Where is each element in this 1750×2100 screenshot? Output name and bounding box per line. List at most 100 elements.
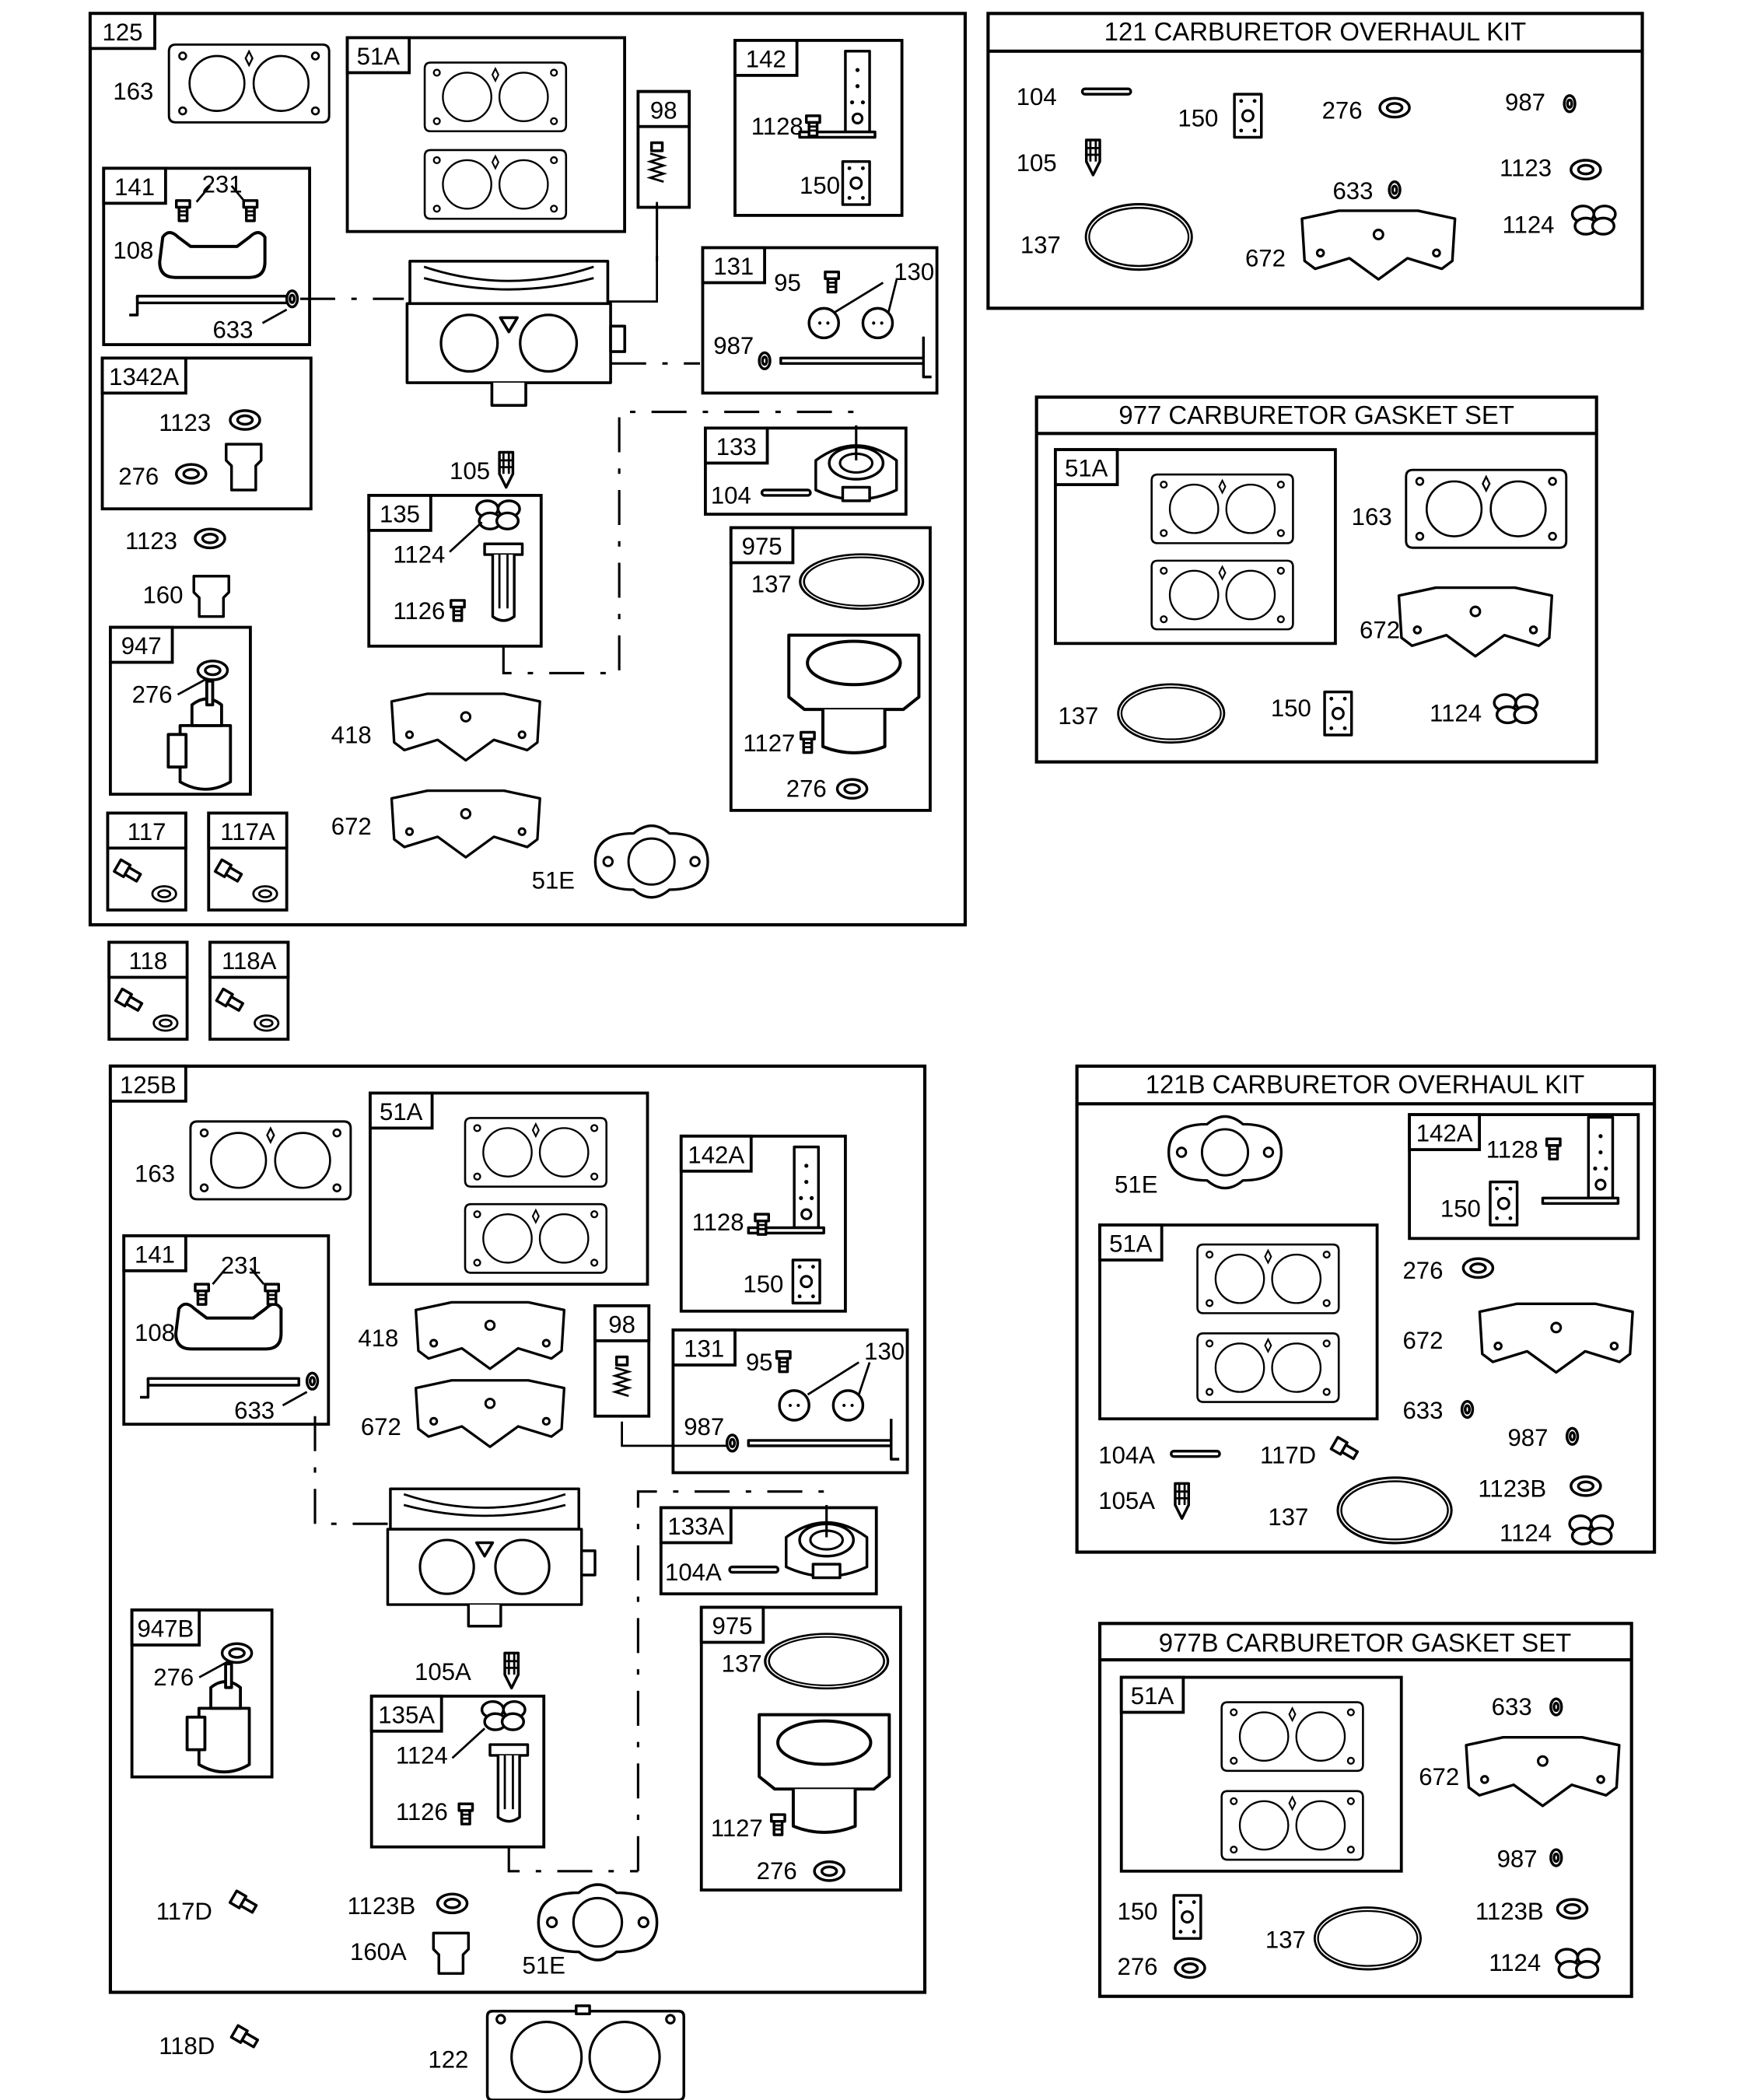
part-label-276: 276 [1322,96,1363,124]
part-label-633: 633 [234,1397,275,1424]
part-label-131: 131 [713,253,754,280]
part-label-108: 108 [135,1319,175,1346]
box-141: 141 231 108 633 [102,166,311,346]
part-label-95: 95 [774,269,801,296]
part-label-133: 133 [716,433,757,460]
part-label-108: 108 [113,236,153,264]
box-975: 975 137 1127 276 [729,526,932,812]
part-label-1127: 1127 [743,730,795,757]
part-label-163: 163 [135,1160,175,1188]
part-label-141: 141 [135,1241,175,1268]
kit-977B: 977B CARBURETOR GASKET SET 51A 633 672 9… [1097,1622,1633,1998]
part-label-1123: 1123 [159,409,211,436]
part-label-117d: 117D [156,1898,212,1925]
box-947B: 947B 276 [130,1608,274,1779]
part-label-104: 104 [1017,83,1057,110]
part-label-51a: 51A [380,1098,423,1125]
part-122 [485,2004,685,2100]
part-label-633: 633 [1492,1693,1532,1720]
part-label-672: 672 [1360,616,1400,643]
part-label-51a: 51A [1109,1230,1153,1258]
part-label-104a: 104A [665,1559,722,1586]
group-125B-tag: 125B [120,1071,177,1098]
box-98: 98 [636,89,691,209]
part-label-975: 975 [742,533,782,560]
part-label-163: 163 [1352,503,1392,530]
part-label-51a: 51A [1065,455,1108,482]
kit-121B-title: 121B CARBURETOR OVERHAUL KIT [1146,1069,1585,1098]
part-label-1123b: 1123B [348,1892,416,1920]
part-label-987: 987 [684,1413,724,1440]
label-1123: 1123 [125,527,177,555]
kit-121: 121 CARBURETOR OVERHAUL KIT 104 105 137 … [986,12,1644,310]
box-51A-b: 51A [369,1091,649,1286]
box-117: 117 [106,811,187,912]
label-160: 160 [142,581,183,608]
part-label-1126: 1126 [393,597,445,625]
part-label-1124: 1124 [1500,1520,1552,1547]
part-label-130: 130 [864,1338,905,1365]
part-label-1128: 1128 [751,113,803,140]
part-label-276: 276 [118,463,159,490]
part-label-975: 975 [712,1612,753,1640]
part-label-1124: 1124 [393,541,445,568]
part-label-231: 231 [221,1251,261,1279]
part-label-104a: 104A [1098,1441,1155,1468]
group-125: 125 163 51A 98 142 1128 150 [88,12,968,927]
part-label-117a: 117A [220,818,275,845]
part-label-105a: 105A [415,1658,471,1685]
part-label-276: 276 [153,1664,194,1691]
box-117A: 117A [207,811,289,912]
part-label-1127: 1127 [711,1815,763,1842]
part-label-51a: 51A [357,43,401,70]
part-label-1124: 1124 [1489,1949,1541,1976]
part-label-231: 231 [202,170,243,198]
part-label-1123b: 1123B [1475,1898,1544,1925]
part-label-276: 276 [757,1857,797,1885]
label-51E: 51E [532,866,575,894]
part-label-133a: 133A [667,1513,724,1540]
part-label-672: 672 [1419,1763,1459,1790]
box-133A: 133A 104A [659,1506,878,1596]
part-label-142a: 142A [688,1141,744,1168]
part-label-51e: 51E [1115,1171,1157,1198]
part-label-672: 672 [1245,245,1286,272]
box-118A-tag: 118A [222,947,277,975]
part-label-137: 137 [751,571,792,598]
group-125-tag: 125 [103,19,143,46]
label-105: 105 [450,457,490,485]
part-label-276: 276 [132,681,173,708]
kit-121-title: 121 CARBURETOR OVERHAUL KIT [1104,17,1527,46]
label-163: 163 [113,78,153,105]
part-label-633: 633 [1332,177,1373,205]
part-label-276: 276 [1118,1953,1158,1980]
part-label-131: 131 [684,1335,724,1363]
part-label-1123b: 1123B [1478,1475,1546,1503]
label-118D: 118D [159,2032,215,2060]
part-label-672: 672 [361,1413,401,1440]
part-label-117d: 117D [1260,1441,1316,1468]
part-label-142: 142 [746,46,786,73]
loose-parts: 118D 122 [159,2004,685,2100]
part-label-1126: 1126 [396,1798,448,1825]
part-label-987: 987 [1497,1846,1538,1873]
part-label-1124: 1124 [1430,700,1482,727]
part-label-150: 150 [1178,105,1218,132]
part-label-95: 95 [746,1349,773,1376]
part-label-135a: 135A [378,1701,435,1728]
carburetor-body [405,259,627,407]
part-label-135: 135 [380,501,420,528]
box-141-b: 141 231 108 633 [122,1234,331,1426]
part-label-105: 105 [1017,149,1057,177]
kit-977-title: 977 CARBURETOR GASKET SET [1118,401,1514,429]
group-125B: 125B 163 51A 142A 1128 150 141 [108,1064,927,1994]
part-label-150: 150 [1440,1195,1481,1223]
label-122: 122 [428,2046,468,2073]
kit-977B-title: 977B CARBURETOR GASKET SET [1159,1629,1571,1657]
box-118-tag: 118 [129,947,168,975]
box-975-b: 975 137 1127 276 [699,1605,902,1892]
box-135A: 135A 1124 1126 [369,1694,546,1849]
part-label-130: 130 [894,258,934,285]
box-98-b: 98 [593,1304,651,1418]
kit-977: 977 CARBURETOR GASKET SET 51A 163 672 13… [1034,395,1598,764]
